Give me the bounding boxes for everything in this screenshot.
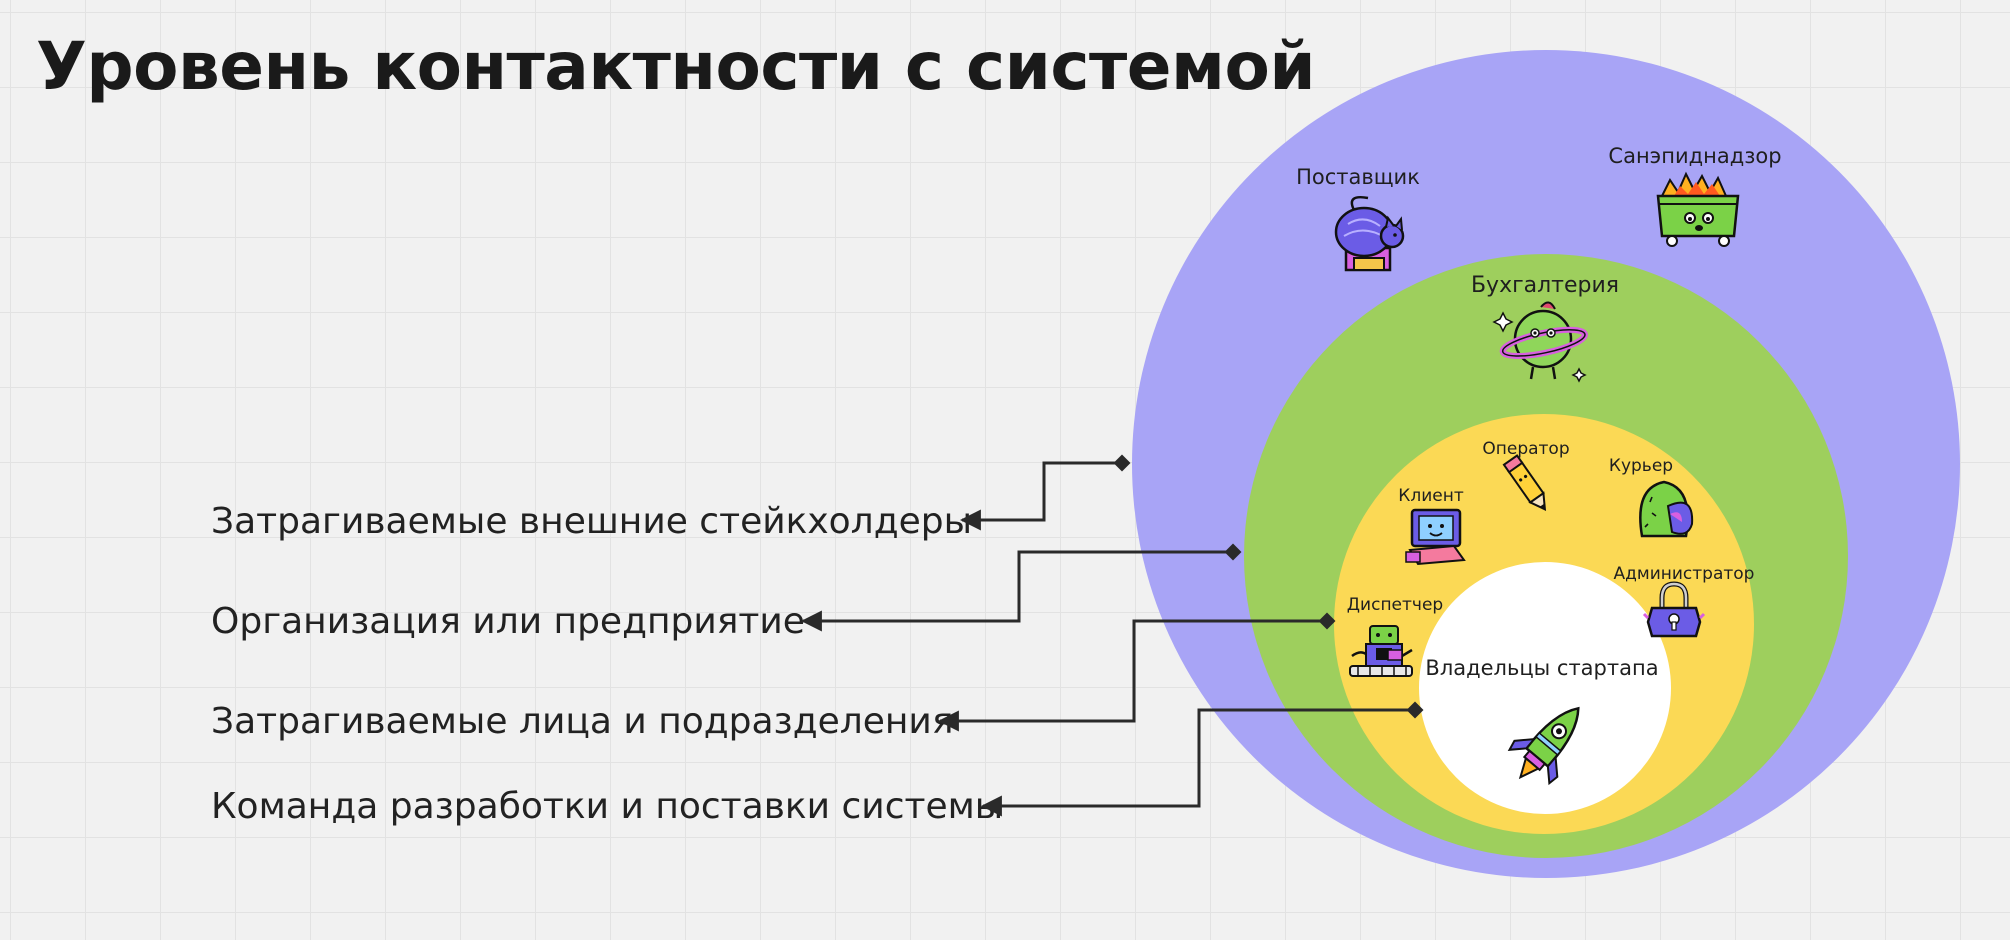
- legend-affected-persons: Затрагиваемые лица и подразделения: [211, 701, 954, 742]
- burning-dumpster-icon: [1656, 171, 1740, 247]
- planet-character-icon: [1492, 301, 1588, 383]
- label-operator: Оператор: [1482, 439, 1569, 459]
- pencil-icon: [1502, 454, 1547, 511]
- connector-external: [959, 461, 1122, 531]
- label-dispatcher: Диспетчер: [1347, 595, 1443, 615]
- connector-dot: [1224, 543, 1242, 561]
- label-startup-owners: Владельцы стартапа: [1425, 656, 1658, 680]
- padlock-icon: [1642, 581, 1706, 638]
- cactus-icon: [1639, 480, 1694, 538]
- rocket-icon: [1507, 706, 1580, 786]
- connector-organization: [800, 550, 1233, 632]
- connector-dot: [1406, 701, 1424, 719]
- connector-core: [980, 708, 1415, 817]
- core-ring: [1419, 562, 1671, 814]
- legend-external-stakeholders: Затрагиваемые внешние стейкхолдеры: [211, 501, 973, 542]
- label-administrator: Администратор: [1614, 564, 1755, 584]
- label-supplier: Поставщик: [1296, 165, 1420, 189]
- legend-organization: Организация или предприятие: [211, 601, 805, 642]
- legend-dev-team: Команда разработки и поставки системы: [211, 786, 1004, 827]
- cat-sticker-icon: [1334, 196, 1405, 272]
- robot-icon: [1349, 625, 1413, 677]
- connector-dot: [1113, 454, 1131, 472]
- label-accounting: Бухгалтерия: [1471, 273, 1619, 298]
- label-courier: Курьер: [1609, 456, 1673, 476]
- computer-character-icon: [1405, 508, 1466, 566]
- label-client: Клиент: [1398, 486, 1464, 506]
- label-sanitary-inspection: Санэпиднадзор: [1608, 144, 1781, 168]
- connector-affected: [937, 619, 1327, 732]
- connector-dot: [1318, 612, 1336, 630]
- page-title: Уровень контактности с системой: [36, 28, 1316, 105]
- connectors: [800, 461, 1415, 817]
